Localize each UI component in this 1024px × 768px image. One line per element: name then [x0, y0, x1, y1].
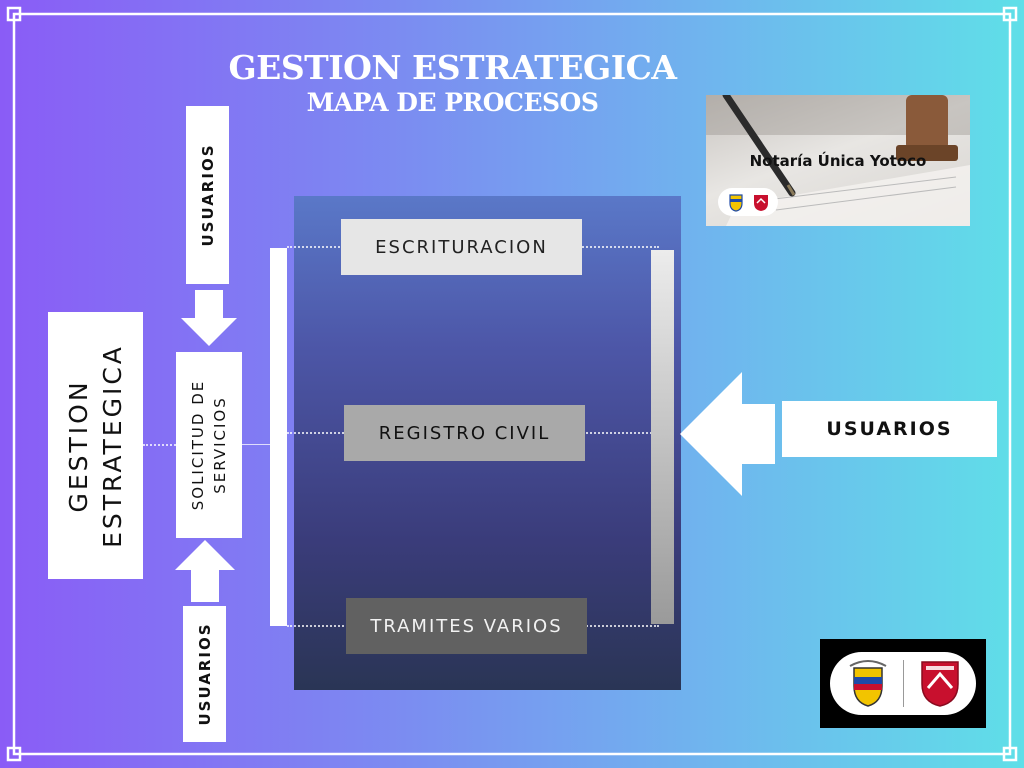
emblems-divider	[903, 660, 904, 707]
fountain-pen-icon	[706, 95, 970, 226]
gestion-estrategica-box: GESTION ESTRATEGICA	[48, 312, 143, 579]
usuarios-top-label: USUARIOS	[198, 143, 217, 247]
process-registro-civil: REGISTRO CIVIL	[344, 405, 585, 461]
emblems-pill	[830, 652, 976, 715]
connector-gestion-solicitud	[143, 444, 176, 446]
usuarios-bottom-box: USUARIOS	[183, 606, 226, 742]
connector-solicitud-bar	[242, 444, 270, 445]
institution-red-shield-icon	[921, 661, 959, 707]
solicitud-servicios-label: SOLICITUD DE SERVICIOS	[189, 379, 229, 511]
notaria-photo: Notaría Única Yotoco	[706, 95, 970, 226]
right-bracket-bar	[651, 250, 674, 624]
process-tramites-varios: TRAMITES VARIOS	[346, 598, 587, 654]
page-subtitle: MAPA DE PROCESOS	[306, 88, 599, 117]
gestion-estrategica-label: GESTION ESTRATEGICA	[63, 343, 127, 548]
photo-logo-pill	[718, 188, 778, 216]
usuarios-right-box: USUARIOS	[782, 401, 997, 457]
arrow-up-icon	[175, 540, 235, 602]
solicitud-servicios-box: SOLICITUD DE SERVICIOS	[176, 352, 242, 538]
photo-caption: Notaría Única Yotoco	[749, 152, 927, 170]
emblems-box	[820, 639, 986, 728]
usuarios-bottom-label: USUARIOS	[195, 622, 214, 726]
usuarios-top-box: USUARIOS	[186, 106, 229, 284]
arrow-down-icon	[181, 290, 237, 346]
colombia-coat-of-arms-icon	[849, 660, 887, 707]
institution-red-shield-icon	[754, 195, 768, 211]
left-bracket-bar	[270, 248, 287, 626]
page-title: GESTION ESTRATEGICA	[228, 48, 677, 87]
arrow-left-icon	[680, 372, 775, 496]
process-escrituracion: ESCRITURACION	[341, 219, 582, 275]
colombia-coat-of-arms-icon	[729, 194, 743, 212]
